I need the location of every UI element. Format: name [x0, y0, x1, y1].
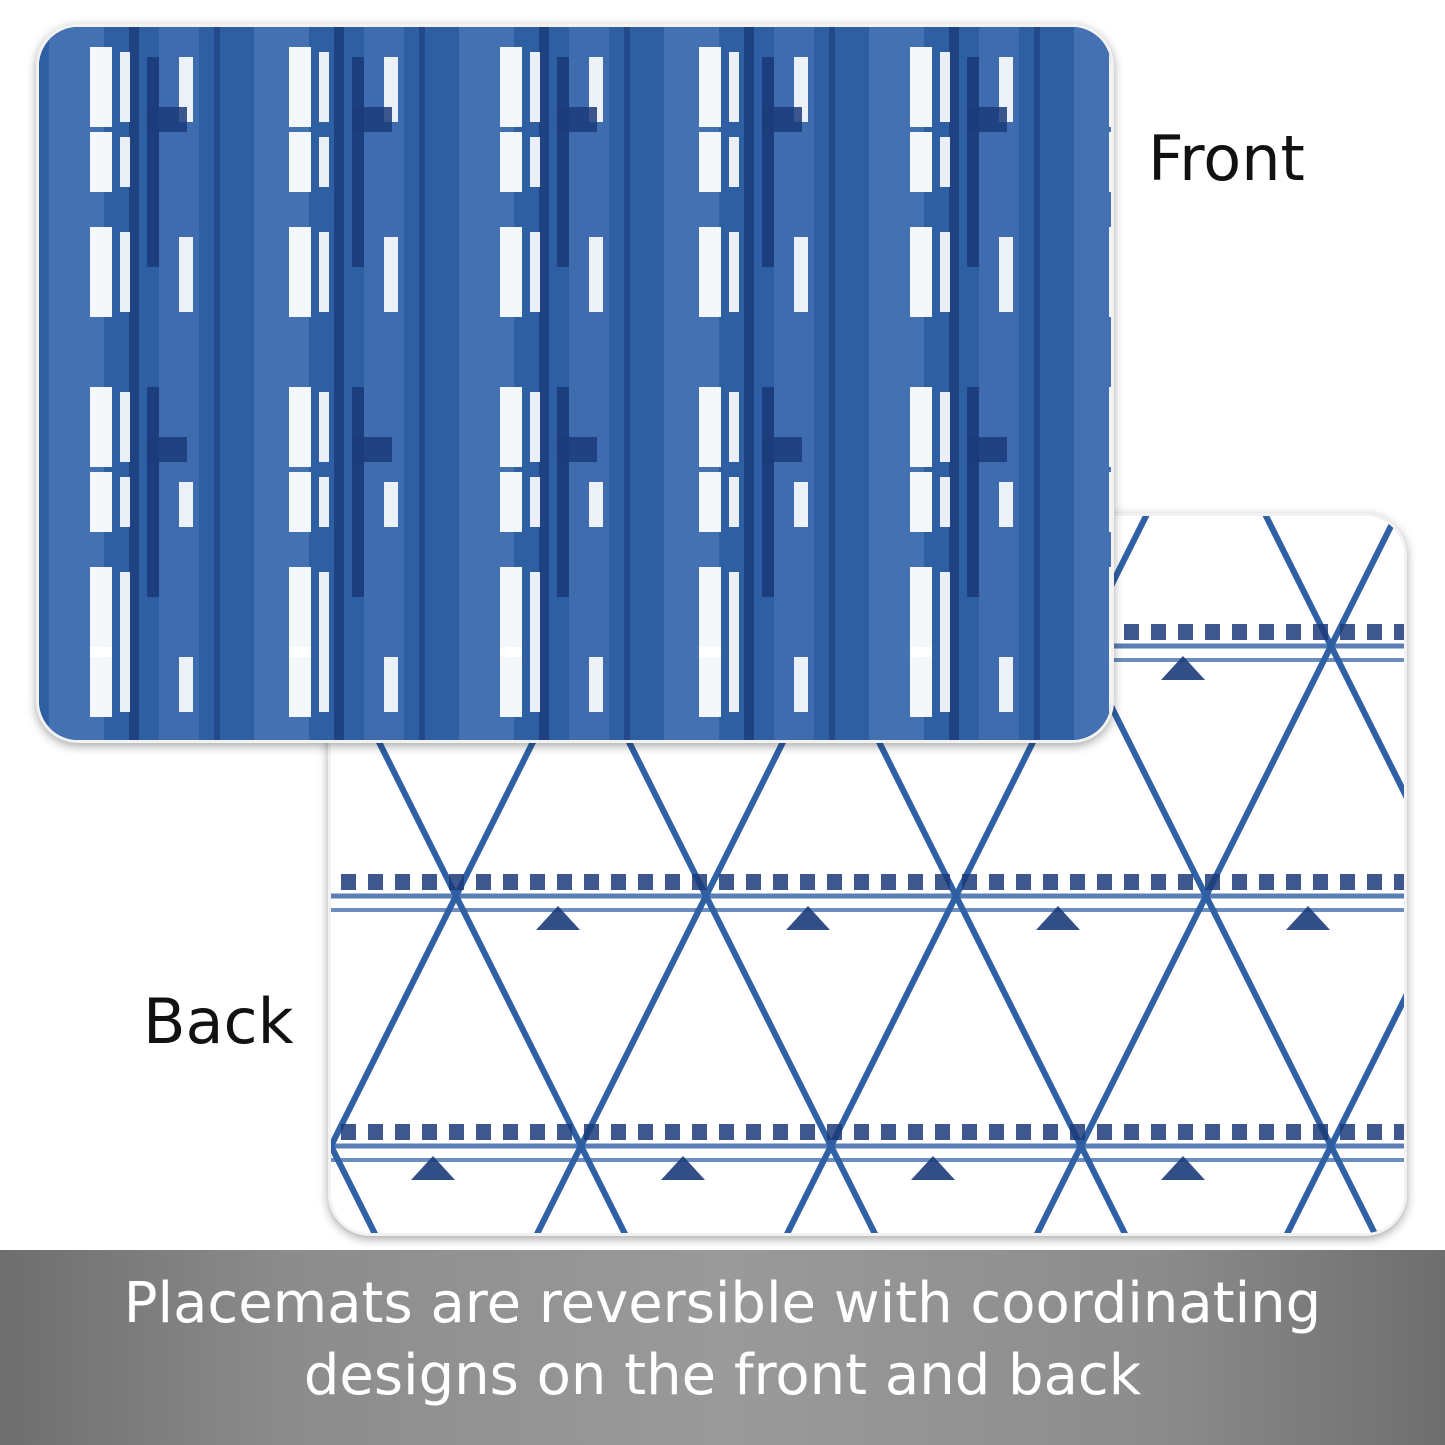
shibori-stripe-pattern	[39, 27, 1111, 740]
caption-band	[0, 1250, 1445, 1445]
caption-line-2: designs on the front and back	[303, 1343, 1142, 1408]
front-placemat-image	[36, 24, 1114, 743]
front-label: Front	[1148, 122, 1305, 195]
caption-line-1: Placemats are reversible with coordinati…	[123, 1271, 1322, 1336]
back-label: Back	[143, 985, 294, 1058]
caption: Placemats are reversible with coordinati…	[0, 1268, 1445, 1412]
